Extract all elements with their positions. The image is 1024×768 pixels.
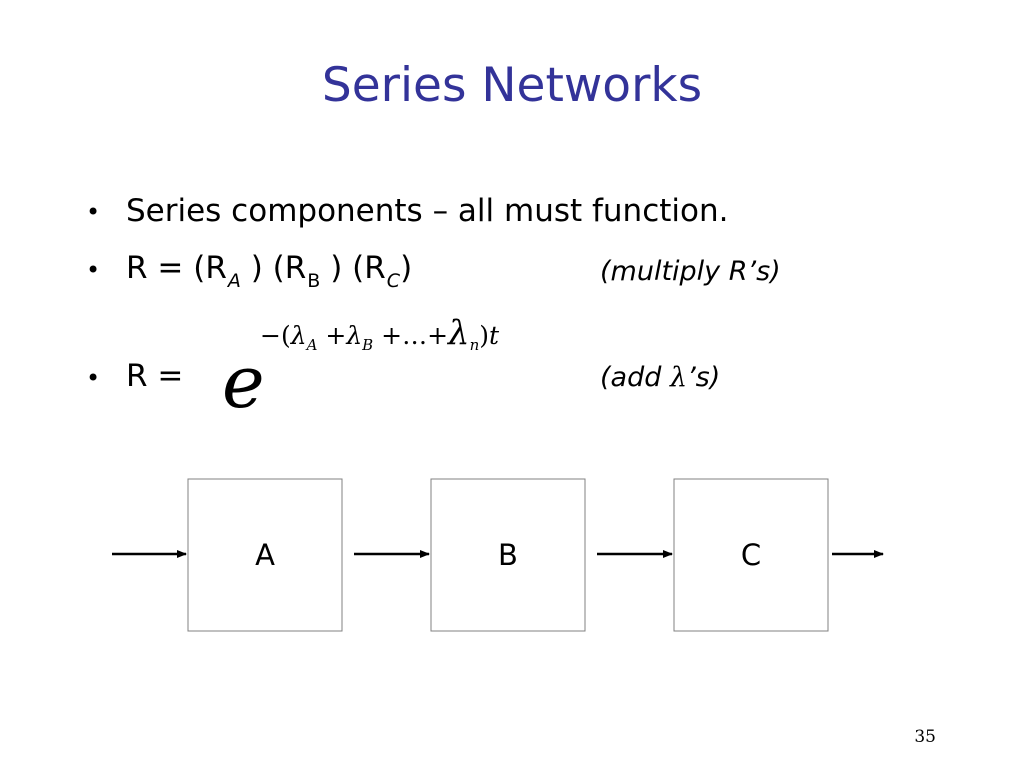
product-prefix: R = (R xyxy=(126,250,227,286)
subscript-c: C xyxy=(386,270,401,292)
exp-lambda-n: λ xyxy=(448,313,470,353)
exp-lambda-a: λ xyxy=(290,321,307,350)
note-lambda: λ xyxy=(669,362,688,393)
exp-plus-ellipsis: +…+ xyxy=(373,321,449,350)
subscript-b: B xyxy=(307,270,321,292)
note-add-lambdas: (add λ’s) xyxy=(600,364,720,391)
block-c xyxy=(673,478,829,632)
exp-plus: + xyxy=(317,321,347,350)
exp-sub-n: n xyxy=(469,336,480,354)
formula-base: e xyxy=(222,340,265,424)
product-mid-2: ) (R xyxy=(320,250,386,286)
note-multiply: (multiply R’s) xyxy=(600,256,781,287)
note-add-suffix: ’s) xyxy=(687,362,721,393)
exp-sub-a: A xyxy=(306,336,318,354)
block-c-label: C xyxy=(741,538,761,572)
exp-var-t: t xyxy=(489,321,500,350)
bullet-series-components: Series components – all must function. xyxy=(126,193,729,229)
bullet-marker: • xyxy=(86,198,101,226)
page-number: 35 xyxy=(914,727,936,747)
block-a-label: A xyxy=(255,538,275,572)
exp-close: ) xyxy=(479,321,490,350)
block-a xyxy=(187,478,343,632)
exp-open: −( xyxy=(260,321,291,350)
product-mid-1: ) (R xyxy=(240,250,307,286)
formula-exponent: −(λA +λB +…+λn)t xyxy=(260,313,500,353)
block-b-label: B xyxy=(498,538,518,572)
slide-title: Series Networks xyxy=(321,58,703,113)
exp-lambda-b: λ xyxy=(346,321,363,350)
bullet-reliability-exponential: R = xyxy=(126,358,184,394)
note-add-prefix: (add xyxy=(600,362,670,393)
exp-sub-b: B xyxy=(362,336,374,354)
block-b xyxy=(430,478,586,632)
product-suffix: ) xyxy=(400,250,413,286)
subscript-a: A xyxy=(227,270,241,292)
bullet-marker: • xyxy=(86,256,101,284)
bullet-marker: • xyxy=(86,364,101,392)
bullet-reliability-product: R = (RA ) (RB ) (RC) xyxy=(126,250,413,291)
